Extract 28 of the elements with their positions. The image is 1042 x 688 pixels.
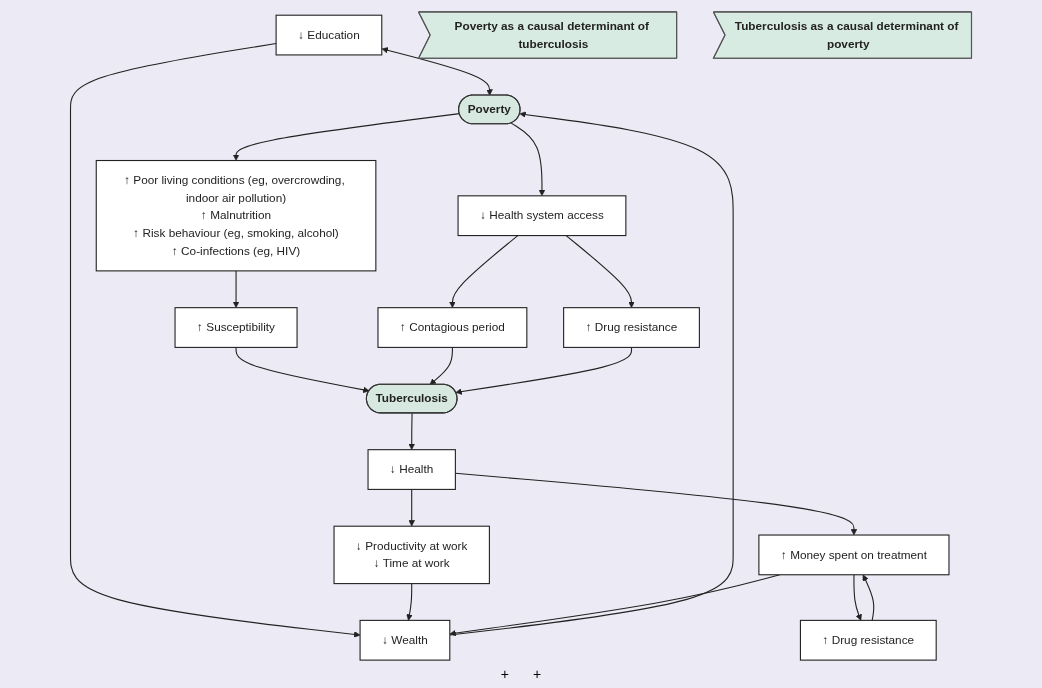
arrow xyxy=(406,583,413,621)
node-box: ↑ Money spent on treatment xyxy=(758,534,950,576)
node-box: ↑ Susceptibility xyxy=(174,307,298,348)
arrow xyxy=(232,270,240,308)
arrow xyxy=(510,122,546,197)
node-box: ↑ Drug resistance xyxy=(799,619,937,661)
arrow xyxy=(408,412,415,450)
arrow xyxy=(235,346,370,393)
node-box: ↓ Wealth xyxy=(359,619,451,661)
arrow xyxy=(565,235,635,308)
plus-sign-note: + xyxy=(533,666,542,682)
arrow xyxy=(69,43,361,638)
node-box: ↑ Contagious period xyxy=(377,307,528,348)
arrow xyxy=(862,574,875,621)
arrow xyxy=(449,235,519,308)
arrow xyxy=(381,47,493,96)
node-box: ↓ Productivity at work ↓ Time at work xyxy=(333,525,490,585)
node-box: ↑ Drug resistance xyxy=(563,307,700,348)
arrow xyxy=(429,346,453,385)
node-box: ↓ Education xyxy=(275,14,383,56)
node-box: ↑ Poor living conditions (eg, overcrowding, indoor air pollution) ↑ Malnutrition ↑ Risk behaviour (eg, smoking, alcohol) ↑ Co-infections (eg, HIV) xyxy=(95,159,377,272)
arrow xyxy=(455,346,633,395)
arrow xyxy=(449,111,734,636)
node-box: ↓ Health xyxy=(367,449,456,490)
arrow xyxy=(853,574,862,621)
node-box: ↓ Health system access xyxy=(457,195,627,237)
plus-sign-note: + xyxy=(500,666,509,682)
arrow xyxy=(408,488,415,527)
